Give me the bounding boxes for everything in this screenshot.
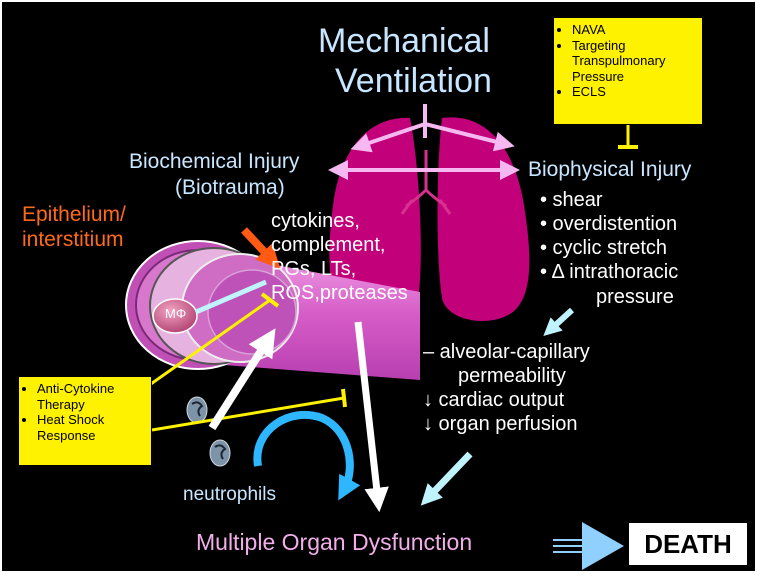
intervention-item: ECLS [572,84,696,100]
mediator-item: PGs, LTs, [271,258,356,280]
effect-item: permeability [458,365,566,387]
biophysical-item: • overdistention [540,213,677,235]
effect-item: ↓ organ perfusion [423,413,578,435]
mediator-item: ROS,proteases [271,282,408,304]
macrophage-label: MΦ [165,307,186,322]
death-box: DEATH [628,522,748,566]
biophysical-item: • Δ intrathoracic [540,261,678,283]
mediator-item: complement, [271,234,386,256]
biophysical-item: pressure [596,286,674,308]
epithelium-label-1: Epithelium/ [22,203,126,227]
effect-item: ↓ cardiac output [423,389,564,411]
biophysical-item: • cyclic stretch [540,237,667,259]
biochemical-injury-title: Biochemical Injury [129,150,299,174]
biophysical-item: • shear [540,189,603,211]
mediator-item: cytokines, [271,210,360,232]
epithelium-label-2: interstitium [22,228,124,252]
intervention-item: Anti-Cytokine Therapy [37,381,145,412]
intervention-item: NAVA [572,22,696,38]
intervention-box-bottom: Anti-Cytokine Therapy Heat Shock Respons… [18,376,152,466]
neutrophils-label: neutrophils [183,484,276,505]
biochemical-injury-subtitle: (Biotrauma) [175,176,285,200]
biophysical-injury-title: Biophysical Injury [528,158,691,182]
intervention-item: Targeting Transpulmonary Pressure [572,38,696,85]
intervention-box-top: NAVA Targeting Transpulmonary Pressure E… [553,17,703,125]
title-line-2: Ventilation [335,62,492,100]
effect-item: – alveolar-capillary [423,341,590,363]
title-line-1: Mechanical [318,22,490,60]
outcome-label: Multiple Organ Dysfunction [196,530,472,556]
intervention-item: Heat Shock Response [37,412,145,443]
